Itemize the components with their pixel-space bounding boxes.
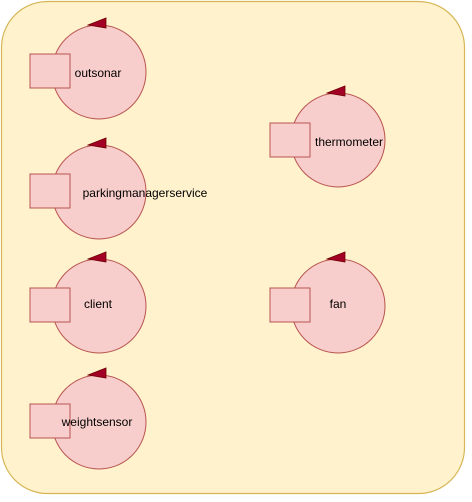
node-client-port xyxy=(29,287,71,323)
node-thermometer-marker-icon xyxy=(325,85,346,97)
node-weightsensor-marker-icon xyxy=(86,367,107,379)
node-parkingmanagerservice-port xyxy=(29,173,71,209)
node-parkingmanagerservice[interactable]: parkingmanagerservice xyxy=(29,137,208,240)
node-weightsensor[interactable]: weightsensor xyxy=(29,367,147,470)
node-thermometer-label: thermometer xyxy=(315,135,383,149)
node-client[interactable]: client xyxy=(29,251,147,354)
node-client-marker-icon xyxy=(86,251,107,263)
node-thermometer-port xyxy=(269,122,311,158)
node-weightsensor-label: weightsensor xyxy=(61,415,133,429)
node-parkingmanagerservice-marker-icon xyxy=(86,137,107,149)
node-weightsensor-port xyxy=(29,403,71,439)
node-outsonar[interactable]: outsonar xyxy=(29,17,147,120)
node-outsonar-label: outsonar xyxy=(75,66,122,80)
node-outsonar-port xyxy=(29,53,71,89)
node-fan[interactable]: fan xyxy=(269,251,386,354)
node-client-label: client xyxy=(84,297,113,311)
node-outsonar-marker-icon xyxy=(86,17,107,29)
node-fan-label: fan xyxy=(330,297,347,311)
node-fan-port xyxy=(269,287,311,323)
node-parkingmanagerservice-label: parkingmanagerservice xyxy=(83,186,208,200)
node-fan-marker-icon xyxy=(325,251,346,263)
node-thermometer[interactable]: thermometer xyxy=(269,85,386,188)
